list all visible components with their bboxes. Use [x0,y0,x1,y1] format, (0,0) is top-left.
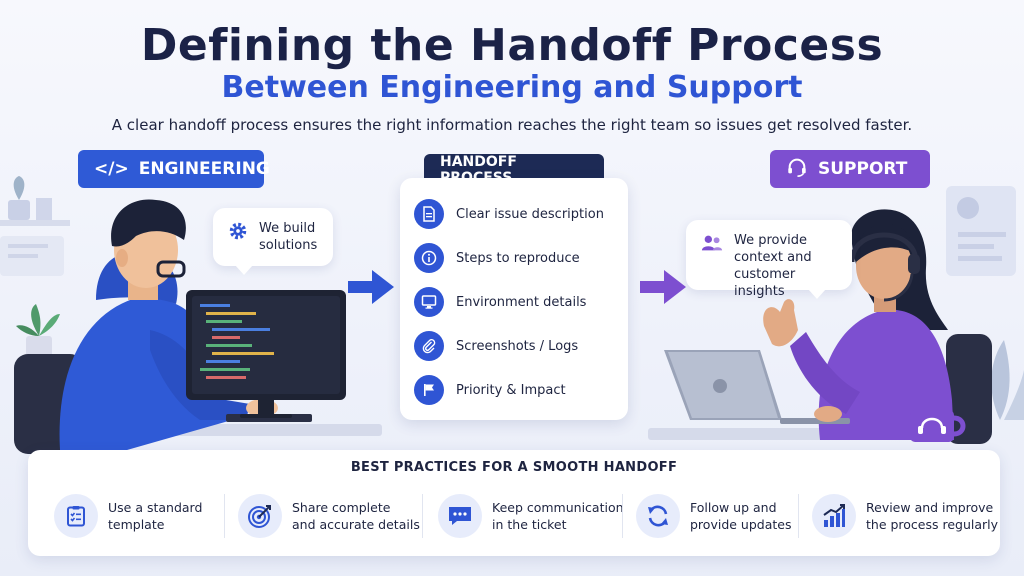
best-practice-line1: Use a standard [108,500,203,515]
chat-icon [438,494,482,538]
engineering-badge: </> ENGINEERING [78,150,270,188]
best-practice-item: Keep communication in the ticket [438,486,624,546]
page-title: Defining the Handoff Process [140,20,884,71]
info-icon [414,243,444,273]
step-label: Screenshots / Logs [456,338,579,354]
best-practices-panel: BEST PRACTICES FOR A SMOOTH HANDOFF Use … [28,450,1000,556]
engineering-bubble-text: We build solutions [259,221,318,253]
best-practice-line1: Share complete [292,500,391,515]
support-label: SUPPORT [818,159,908,179]
divider [224,494,225,538]
best-practice-line2: and accurate details [292,517,420,532]
support-speech-bubble: We provide context and customer insights [686,220,852,299]
arrow-right-support-icon [640,270,686,304]
handoff-step: Steps to reproduce [414,242,580,274]
engineering-label: ENGINEERING [138,159,270,179]
best-practice-item: Review and improve the process regularly [812,486,998,546]
document-icon [414,199,444,229]
handoff-step: Clear issue description [414,198,604,230]
growth-chart-icon [812,494,856,538]
best-practice-item: Follow up and provide updates [636,486,791,546]
step-label: Environment details [456,294,587,310]
arrow-right-engineering-icon [348,270,394,304]
handoff-step: Environment details [414,286,586,318]
headset-icon [786,156,808,183]
flag-icon [414,375,444,405]
page-subtitle: Between Engineering and Support [221,70,803,105]
clipboard-checklist-icon [54,494,98,538]
users-icon [700,232,724,259]
tagline: A clear handoff process ensures the righ… [111,116,913,134]
paperclip-icon [414,331,444,361]
best-practice-line2: in the ticket [492,517,567,532]
step-label: Priority & Impact [456,382,566,398]
target-icon [238,494,282,538]
code-icon: </> [94,159,129,179]
engineering-speech-bubble: We build solutions [213,208,333,275]
best-practice-line1: Review and improve [866,500,994,515]
best-practices-title: BEST PRACTICES FOR A SMOOTH HANDOFF [350,460,678,475]
handoff-step: Priority & Impact [414,374,566,406]
step-label: Steps to reproduce [456,250,580,266]
best-practice-item: Use a standard template [54,486,202,546]
best-practice-line2: template [108,517,165,532]
best-practice-item: Share complete and accurate details [238,486,420,546]
divider [622,494,623,538]
refresh-icon [636,494,680,538]
best-practice-line1: Keep communication [492,500,624,515]
best-practice-line2: provide updates [690,517,792,532]
best-practice-line1: Follow up and [690,500,777,515]
step-label: Clear issue description [456,206,604,222]
divider [798,494,799,538]
monitor-icon [414,287,444,317]
handoff-process-card: Clear issue description Steps to reprodu… [400,178,628,420]
divider [422,494,423,538]
gear-icon [227,220,249,247]
best-practice-line2: the process regularly [866,517,999,532]
support-badge: SUPPORT [770,150,930,188]
handoff-step: Screenshots / Logs [414,330,578,362]
support-bubble-text: We provide context and customer insights [734,233,812,299]
